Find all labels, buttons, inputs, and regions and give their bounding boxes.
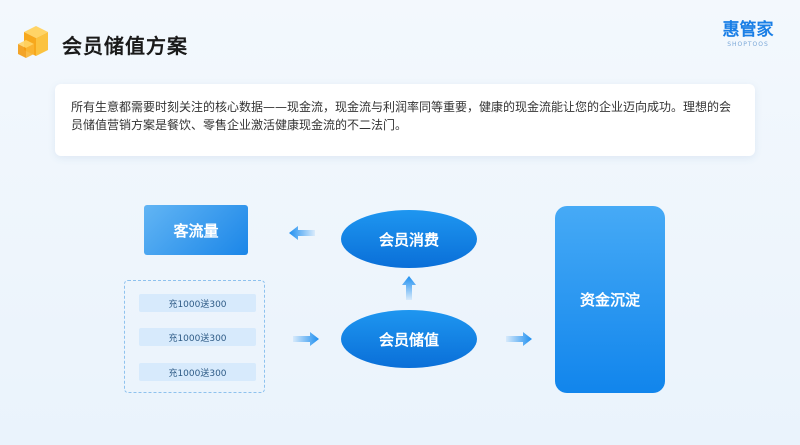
member-recharge-node: 会员储值 — [341, 310, 477, 368]
promo-item: 充1000送300 — [139, 363, 256, 381]
arrow-up-icon — [402, 276, 416, 300]
page-title: 会员储值方案 — [62, 34, 188, 58]
cube-logo-icon — [18, 26, 48, 58]
intro-text: 所有生意都需要时刻关注的核心数据——现金流，现金流与利润率同等重要，健康的现金流… — [71, 100, 732, 132]
arrow-right-icon — [293, 332, 319, 346]
arrow-right-icon — [506, 332, 532, 346]
arrow-left-icon — [289, 226, 315, 240]
intro-card: 所有生意都需要时刻关注的核心数据——现金流，现金流与利润率同等重要，健康的现金流… — [55, 84, 755, 156]
fund-deposit-node: 资金沉淀 — [555, 206, 665, 393]
promo-panel: 充1000送300 充1000送300 充1000送300 — [124, 280, 265, 393]
brand-subtitle: SHOPTOOS — [727, 41, 769, 48]
traffic-node: 客流量 — [144, 205, 248, 255]
member-consume-node: 会员消费 — [341, 210, 477, 268]
promo-item: 充1000送300 — [139, 328, 256, 346]
promo-item: 充1000送300 — [139, 294, 256, 312]
brand-logo: 惠管家 SHOPTOOS — [718, 20, 778, 48]
brand-name: 惠管家 — [722, 20, 774, 40]
